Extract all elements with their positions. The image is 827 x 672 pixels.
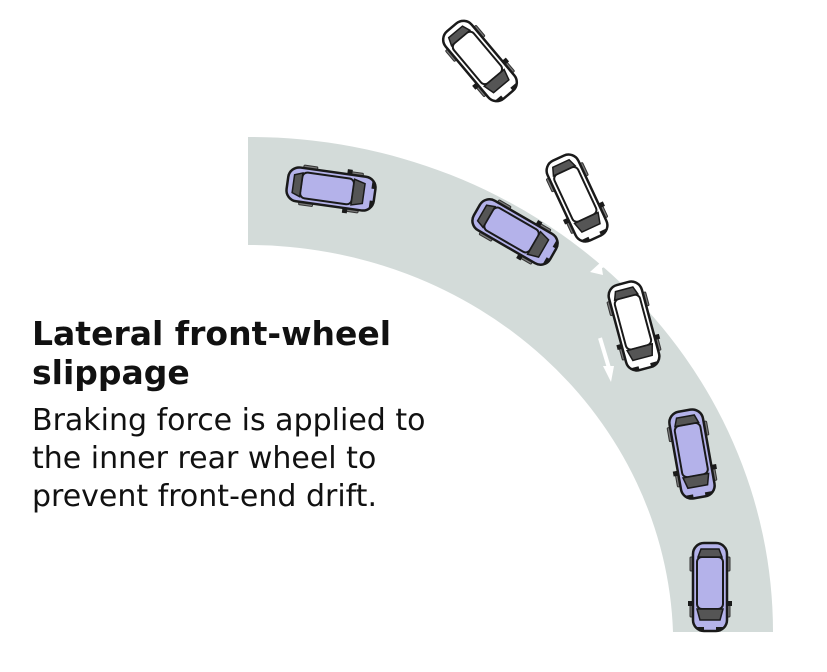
braking-arrow-icon <box>598 337 614 382</box>
ideal-path-car-icon <box>686 541 734 633</box>
road-curve <box>248 137 773 632</box>
drifting-car-icon <box>433 11 527 111</box>
diagram-description: Braking force is applied to the inner re… <box>32 403 426 514</box>
rotation-arrow-icon <box>590 261 630 275</box>
diagram-title: Lateral front-wheel slippage <box>32 314 392 392</box>
